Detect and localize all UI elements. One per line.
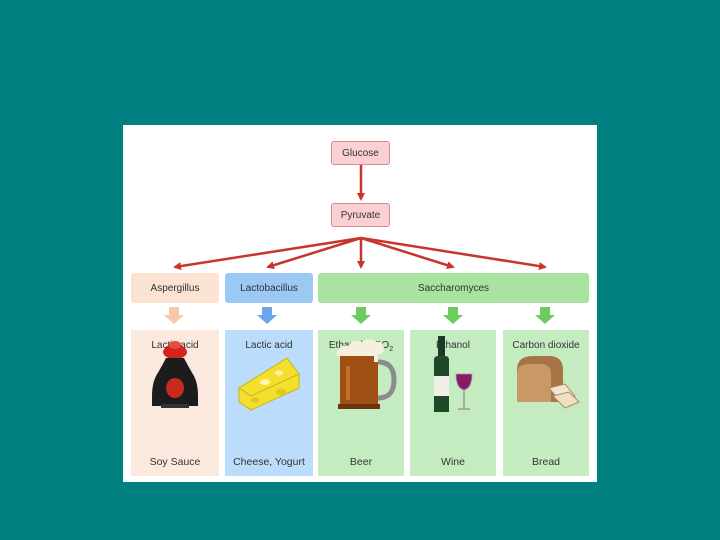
- arrow-to-lactobacillus: [266, 236, 362, 270]
- cheese-icon: [238, 357, 300, 411]
- arrow-to-saccharomyces-3: [360, 236, 547, 271]
- product-bread: Carbon dioxide Bread: [503, 330, 589, 476]
- bread-icon: [517, 356, 580, 409]
- food-label: Wine: [441, 456, 465, 468]
- fermentation-diagram: Glucose Pyruvate Aspergillus Lactobacill…: [123, 125, 597, 482]
- food-label: Cheese, Yogurt: [233, 456, 305, 468]
- glucose-node: Glucose: [331, 141, 390, 165]
- food-label: Soy Sauce: [149, 456, 201, 468]
- product-cheese-yogurt: Lactic acid Cheese, Yogurt: [225, 330, 313, 476]
- beer-mug-icon: [336, 339, 397, 409]
- food-label: Bread: [531, 456, 561, 468]
- product-wine: Ethanol Wine: [410, 330, 496, 476]
- diagram-arrows: [164, 165, 555, 324]
- food-label: Beer: [349, 456, 373, 468]
- pyruvate-node: Pyruvate: [331, 203, 390, 227]
- down-arrow-icon: [443, 307, 463, 324]
- down-arrow-icon: [257, 307, 277, 324]
- wine-bottle-icon: [434, 336, 473, 412]
- product-label: Ethanol: [436, 340, 470, 351]
- organism-saccharomyces: Saccharomyces: [318, 273, 589, 303]
- soy-sauce-bottle-icon: [152, 341, 198, 408]
- organism-aspergillus: Aspergillus: [131, 273, 219, 303]
- organism-lactobacillus: Lactobacillus: [225, 273, 313, 303]
- down-arrow-icon: [351, 307, 371, 324]
- arrow-to-aspergillus: [173, 236, 362, 271]
- product-beer: Ethanol + CO2 Beer: [318, 330, 404, 476]
- down-arrow-icon: [535, 307, 555, 324]
- arrow-to-saccharomyces-2: [360, 236, 455, 270]
- down-arrow-icon: [164, 307, 184, 324]
- product-label: Lactic acid: [245, 340, 293, 351]
- product-soy-sauce: Lactic acid Soy Sauce: [131, 330, 219, 476]
- product-label: Carbon dioxide: [512, 340, 580, 351]
